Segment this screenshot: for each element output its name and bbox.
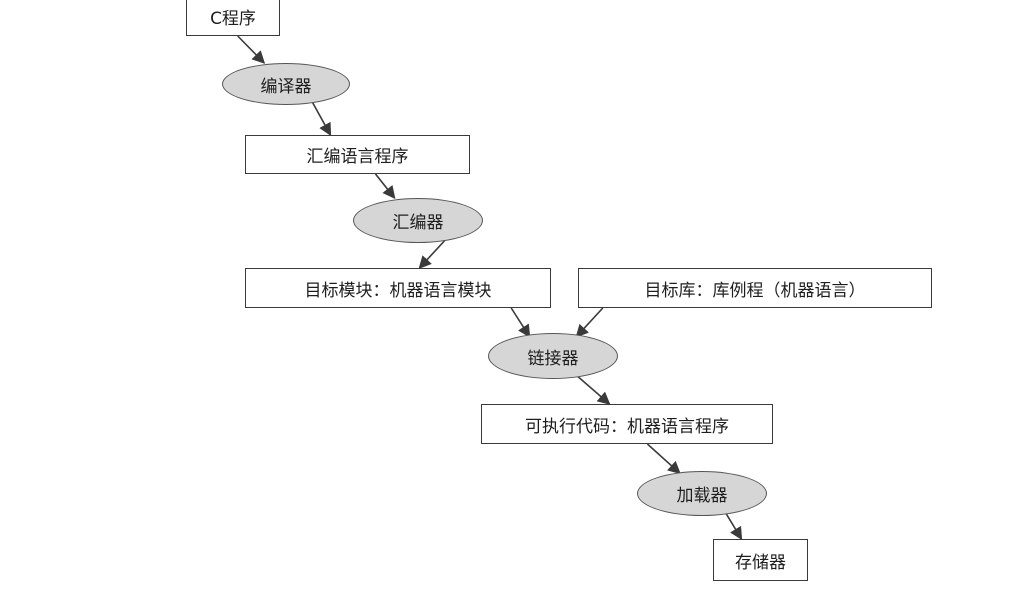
node-label-loader: 加载器 (676, 486, 728, 506)
node-loader: 加载器 (637, 471, 767, 516)
node-compiler: 编译器 (222, 63, 350, 105)
node-object-module: 目标模块：机器语言模块 (245, 268, 551, 308)
arrow-object-library-to-linker (575, 307, 604, 338)
node-label-assembly-program: 汇编语言程序 (306, 147, 409, 167)
arrow-loader-to-memory (724, 511, 743, 541)
arrow-assembly-program-to-assembler (374, 173, 396, 200)
arrow-executable-to-loader (646, 443, 681, 475)
node-label-linker: 链接器 (527, 348, 579, 369)
arrow-object-module-to-linker (510, 307, 531, 338)
node-label-executable: 可执行代码：机器语言程序 (525, 416, 729, 437)
node-label-object-library: 目标库：库例程（机器语言） (644, 280, 866, 301)
arrow-compiler-to-assembly-program (310, 100, 332, 137)
arrow-assembler-to-object-module (418, 237, 448, 269)
node-assembly-program: 汇编语言程序 (245, 135, 470, 174)
node-executable: 可执行代码：机器语言程序 (481, 404, 773, 444)
node-label-memory: 存储器 (735, 552, 786, 573)
node-linker: 链接器 (488, 333, 618, 379)
node-c-program: C程序 (186, 0, 280, 36)
arrow-linker-to-executable (575, 374, 611, 405)
node-memory: 存储器 (713, 539, 808, 581)
arrow-c-program-to-compiler (237, 35, 266, 64)
node-object-library: 目标库：库例程（机器语言） (578, 268, 932, 308)
node-label-compiler: 编译器 (260, 76, 312, 97)
node-label-assembler: 汇编器 (392, 213, 444, 233)
node-assembler: 汇编器 (353, 198, 483, 243)
node-label-c-program: C程序 (210, 9, 256, 29)
node-label-object-module: 目标模块：机器语言模块 (304, 280, 492, 301)
